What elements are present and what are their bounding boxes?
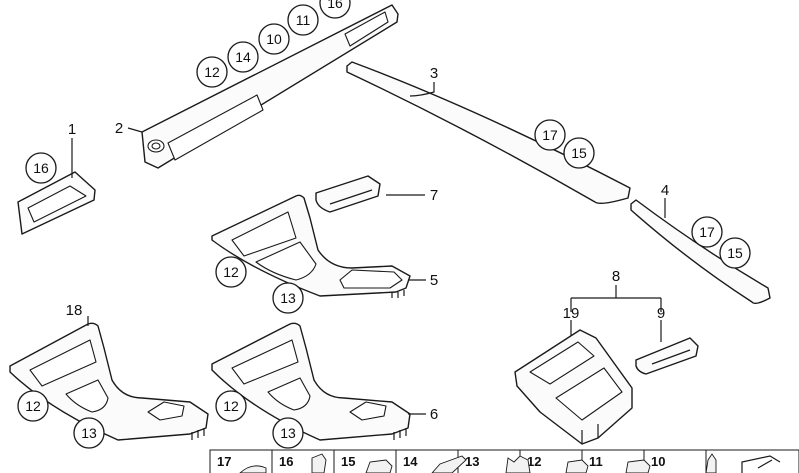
clip-icon-11 (625, 459, 651, 473)
legend-16: 16 (279, 454, 293, 469)
part-number-7: 7 (430, 187, 438, 204)
legend-15: 15 (341, 454, 355, 469)
svg-text:17: 17 (699, 224, 715, 240)
svg-text:12: 12 (223, 398, 239, 414)
svg-text:14: 14 (235, 49, 251, 65)
part-number-4: 4 (661, 182, 669, 199)
part-number-3: 3 (430, 65, 438, 82)
callout-14: 14 (227, 41, 259, 73)
console-trim-6 (211, 322, 411, 441)
legend-11: 11 (589, 454, 603, 469)
svg-text:12: 12 (223, 264, 239, 280)
svg-text:13: 13 (81, 425, 97, 441)
callout-17-b: 17 (691, 216, 723, 248)
callout-15-a: 15 (563, 137, 595, 169)
clip-icon-12 (565, 459, 589, 473)
callout-13-bl: 13 (73, 417, 105, 449)
part-number-19: 19 (563, 305, 580, 322)
callout-12-top: 12 (196, 56, 228, 88)
svg-text:10: 10 (266, 31, 282, 47)
svg-text:13: 13 (280, 290, 296, 306)
part-number-2: 2 (115, 120, 123, 137)
part-number-5: 5 (430, 272, 438, 289)
part-number-1: 1 (68, 121, 76, 138)
callout-15-b: 15 (719, 237, 751, 269)
callout-12-mid: 12 (215, 256, 247, 288)
cover-part-7 (315, 175, 381, 213)
callout-11: 11 (287, 4, 319, 36)
trim-piece-left (17, 171, 96, 235)
clip-icon-13 (505, 455, 531, 473)
svg-text:15: 15 (727, 245, 743, 261)
svg-text:16: 16 (327, 0, 343, 11)
leader-lines (71, 82, 666, 415)
legend-10: 10 (651, 454, 665, 469)
console-trim-18 (9, 322, 209, 441)
legend-12: 12 (527, 454, 541, 469)
legend-17: 17 (217, 454, 231, 469)
legend-14: 14 (403, 454, 418, 469)
callouts: 16 11 10 14 12 16 17 15 17 15 12 13 12 1… (17, 0, 751, 449)
legend-13: 13 (465, 454, 479, 469)
console-trim-5 (211, 194, 411, 298)
clip-icon-16 (311, 453, 327, 473)
part-number-6: 6 (430, 406, 438, 423)
screw-icon-10 (705, 453, 717, 473)
svg-text:13: 13 (280, 425, 296, 441)
clip-icon-14 (431, 455, 467, 473)
door-trim-strip-3 (346, 61, 631, 205)
svg-text:15: 15 (571, 145, 587, 161)
svg-text:17: 17 (542, 127, 558, 143)
callout-16-left: 16 (25, 152, 57, 184)
callout-13-mid: 13 (272, 282, 304, 314)
part-number-18: 18 (66, 302, 83, 319)
trim-strip-upper (141, 4, 399, 169)
door-trim-strip-4 (630, 199, 771, 305)
part-number-9: 9 (657, 305, 665, 322)
svg-text:12: 12 (25, 398, 41, 414)
svg-text:11: 11 (296, 12, 311, 28)
callout-13-bm: 13 (272, 417, 304, 449)
callout-17-a: 17 (534, 119, 566, 151)
callout-12-bl: 12 (17, 390, 49, 422)
clip-icon-17 (239, 465, 267, 473)
callout-12-bm: 12 (215, 390, 247, 422)
svg-text:12: 12 (204, 64, 220, 80)
part-number-8: 8 (612, 268, 620, 285)
console-box-19 (514, 329, 633, 445)
sheet-icon (741, 455, 781, 473)
svg-text:16: 16 (33, 160, 49, 176)
callout-16-top: 16 (319, 0, 351, 19)
cover-part-9 (635, 337, 699, 375)
legend-strip: 17 16 15 14 13 12 11 10 (209, 449, 799, 473)
callout-10: 10 (258, 23, 290, 55)
part-numbers: 1 2 3 4 5 6 7 8 9 18 19 (66, 65, 670, 423)
clip-icon-15 (365, 459, 393, 473)
